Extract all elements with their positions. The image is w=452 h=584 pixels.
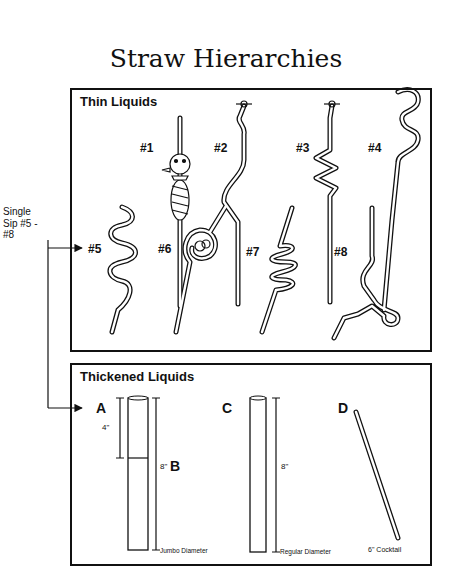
label-text: Jumbo Diameter bbox=[160, 547, 208, 554]
straw-bore bbox=[110, 207, 136, 332]
straw-bore bbox=[316, 106, 336, 302]
label-text: D bbox=[338, 400, 348, 416]
curly-straws bbox=[110, 90, 418, 338]
callout-number: #7 bbox=[246, 246, 259, 260]
label-text: B bbox=[170, 458, 180, 474]
label-text: A bbox=[96, 400, 106, 416]
panel-heading: Thin Liquids bbox=[80, 94, 157, 109]
straw-bore bbox=[334, 208, 398, 338]
callout-number: #8 bbox=[334, 246, 347, 260]
straw-bore bbox=[356, 412, 398, 538]
loop-circles bbox=[195, 101, 340, 251]
label-text: C bbox=[222, 400, 232, 416]
straw-bore bbox=[262, 208, 295, 332]
label-text: 8" bbox=[281, 462, 288, 471]
panel-box: Thickened Liquids bbox=[70, 363, 432, 566]
label-text: 4" bbox=[102, 423, 109, 432]
panel-box: Thin Liquids bbox=[70, 88, 432, 352]
callout-number: #2 bbox=[214, 142, 227, 156]
label-text: 6" Cocktail bbox=[368, 546, 401, 554]
duck-figure bbox=[162, 154, 190, 220]
callout-number: #4 bbox=[368, 142, 381, 156]
callout-number: #1 bbox=[140, 142, 153, 156]
callout-number: #6 bbox=[158, 243, 171, 257]
bracket bbox=[48, 240, 82, 408]
page-title: Straw Hierarchies bbox=[0, 44, 452, 73]
straw-bore bbox=[384, 90, 418, 310]
callout-number: #5 bbox=[88, 243, 101, 257]
panel-heading: Thickened Liquids bbox=[80, 369, 194, 384]
callout-number: #3 bbox=[296, 142, 309, 156]
label-text: 8" bbox=[160, 462, 167, 471]
label-text: Regular Diameter bbox=[280, 548, 331, 555]
straight-straws bbox=[116, 396, 398, 552]
label-text: Single Sip #5 - #8 bbox=[3, 206, 47, 241]
straw-bore bbox=[224, 106, 244, 304]
straw-bore bbox=[176, 206, 226, 332]
